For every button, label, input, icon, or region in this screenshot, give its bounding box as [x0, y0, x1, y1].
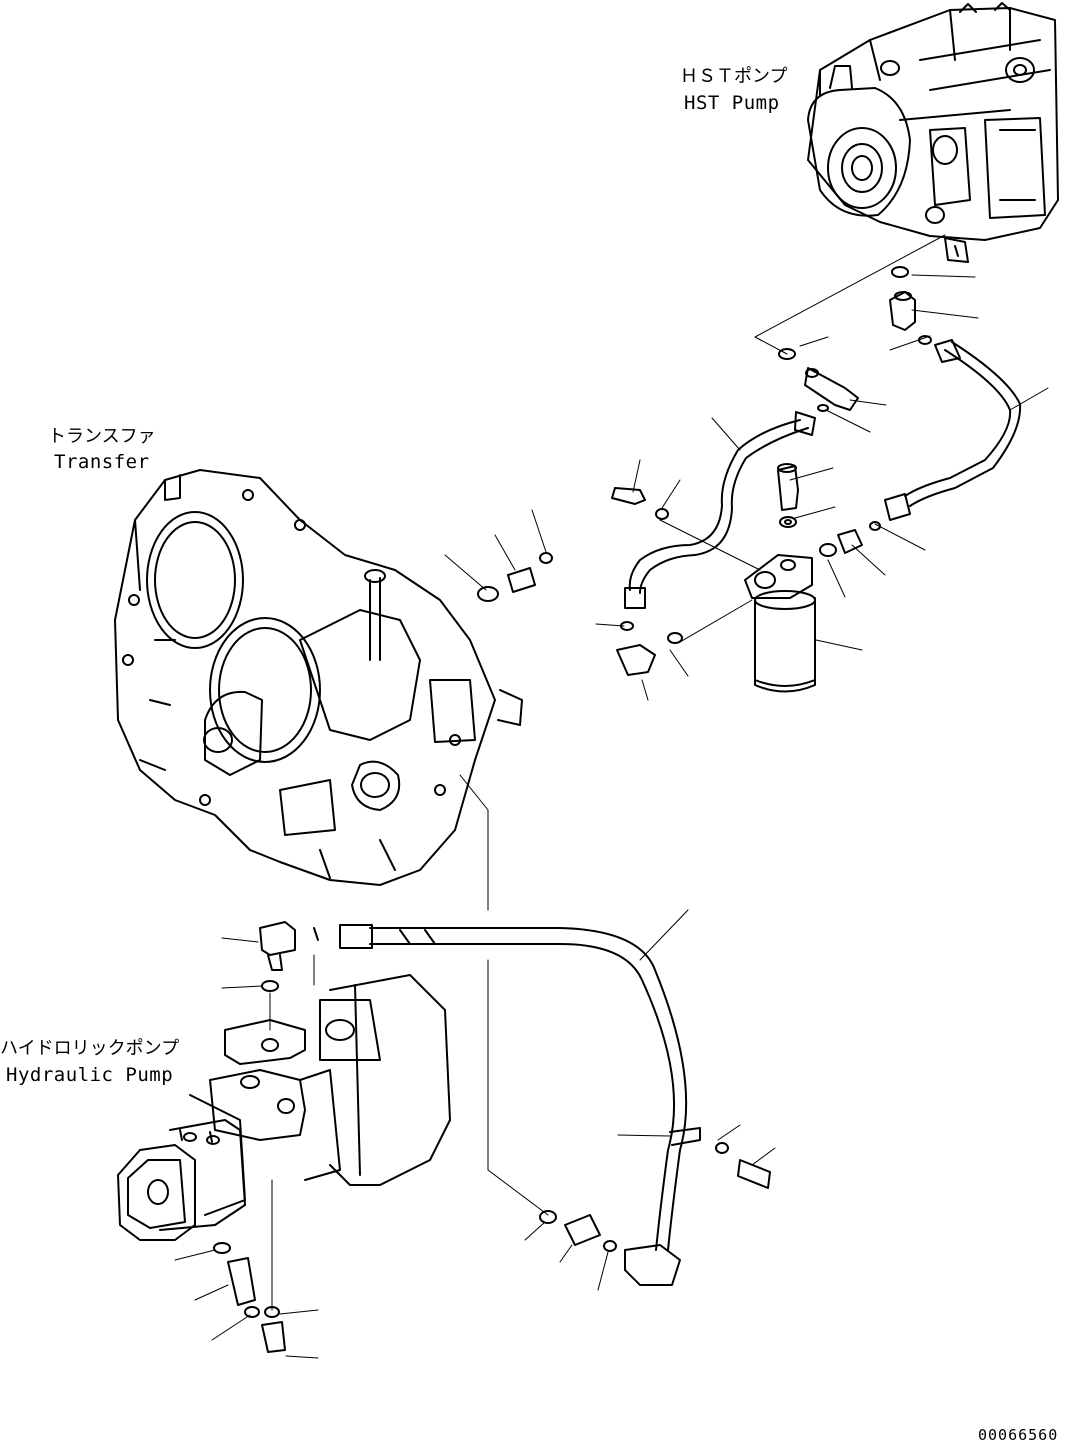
hst-pump-label-jp: ＨＳＴポンプ [680, 66, 788, 87]
lower-hose [339, 924, 771, 1286]
hydraulic-pump-assembly [117, 974, 451, 1241]
hydraulic-pump-label-jp: ハイドロリックポンプ [0, 1038, 180, 1059]
filter-fittings [611, 463, 881, 676]
document-number: 00066560 [978, 1426, 1059, 1444]
hst-pump-label-en: HST Pump [684, 92, 780, 114]
leader-lines [174, 234, 1049, 1359]
hst-fittings [778, 266, 932, 412]
transfer-label-jp: トランスファ [48, 426, 156, 447]
hydraulic-fittings [213, 921, 617, 1353]
hydraulic-pump-label-en: Hydraulic Pump [6, 1064, 174, 1086]
hst-pump-assembly [807, 2, 1059, 263]
upper-hoses [624, 339, 1022, 609]
transfer-label-en: Transfer [54, 451, 150, 473]
transfer-assembly [114, 469, 523, 886]
oil-filter [744, 554, 816, 693]
transfer-fittings [477, 552, 553, 602]
